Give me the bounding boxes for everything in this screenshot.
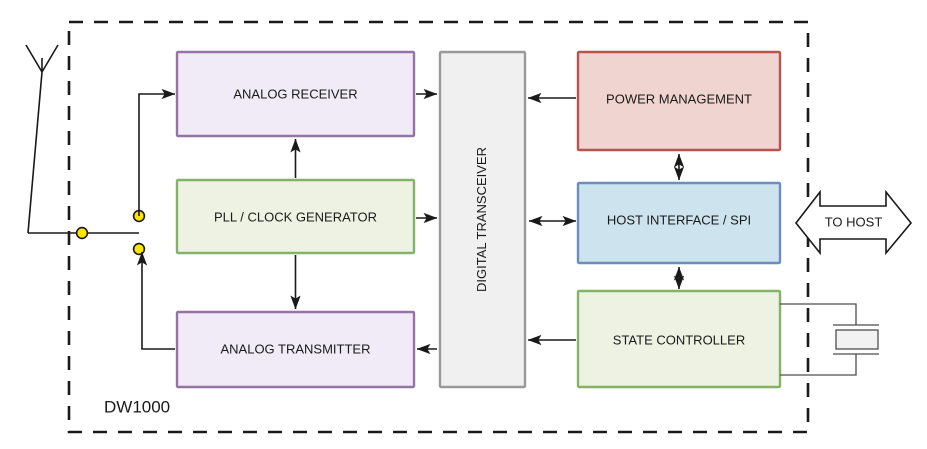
block-state-controller-label: STATE CONTROLLER xyxy=(613,332,745,347)
block-analog-transmitter[interactable]: ANALOG TRANSMITTER xyxy=(175,310,416,389)
block-analog-transmitter-label: ANALOG TRANSMITTER xyxy=(220,341,370,356)
block-analog-receiver[interactable]: ANALOG RECEIVER xyxy=(175,50,416,138)
wire-transmitter-to-switch xyxy=(136,251,175,350)
block-power-management[interactable]: POWER MANAGEMENT xyxy=(576,50,782,152)
block-analog-receiver-label: ANALOG RECEIVER xyxy=(233,86,357,101)
block-digital-transceiver[interactable]: DIGITAL TRANSCEIVER xyxy=(438,50,527,389)
wire-switch-to-receiver xyxy=(138,88,176,216)
chip-name-label: DW1000 xyxy=(104,397,170,416)
to-host-label: TO HOST xyxy=(825,214,883,229)
block-pll-clock-generator-label: PLL / CLOCK GENERATOR xyxy=(214,209,377,224)
block-host-interface[interactable]: HOST INTERFACE / SPI xyxy=(576,181,782,265)
block-state-controller[interactable]: STATE CONTROLLER xyxy=(576,289,782,389)
block-pll-clock-generator[interactable]: PLL / CLOCK GENERATOR xyxy=(175,178,416,255)
block-power-management-label: POWER MANAGEMENT xyxy=(606,91,752,106)
crystal-oscillator-symbol xyxy=(780,303,879,376)
block-digital-transceiver-label: DIGITAL TRANSCEIVER xyxy=(474,147,489,292)
block-host-interface-label: HOST INTERFACE / SPI xyxy=(607,212,751,227)
antenna-symbol xyxy=(25,44,139,234)
rf-switch-common-terminal xyxy=(75,226,89,240)
to-host-arrow: TO HOST xyxy=(794,189,913,256)
